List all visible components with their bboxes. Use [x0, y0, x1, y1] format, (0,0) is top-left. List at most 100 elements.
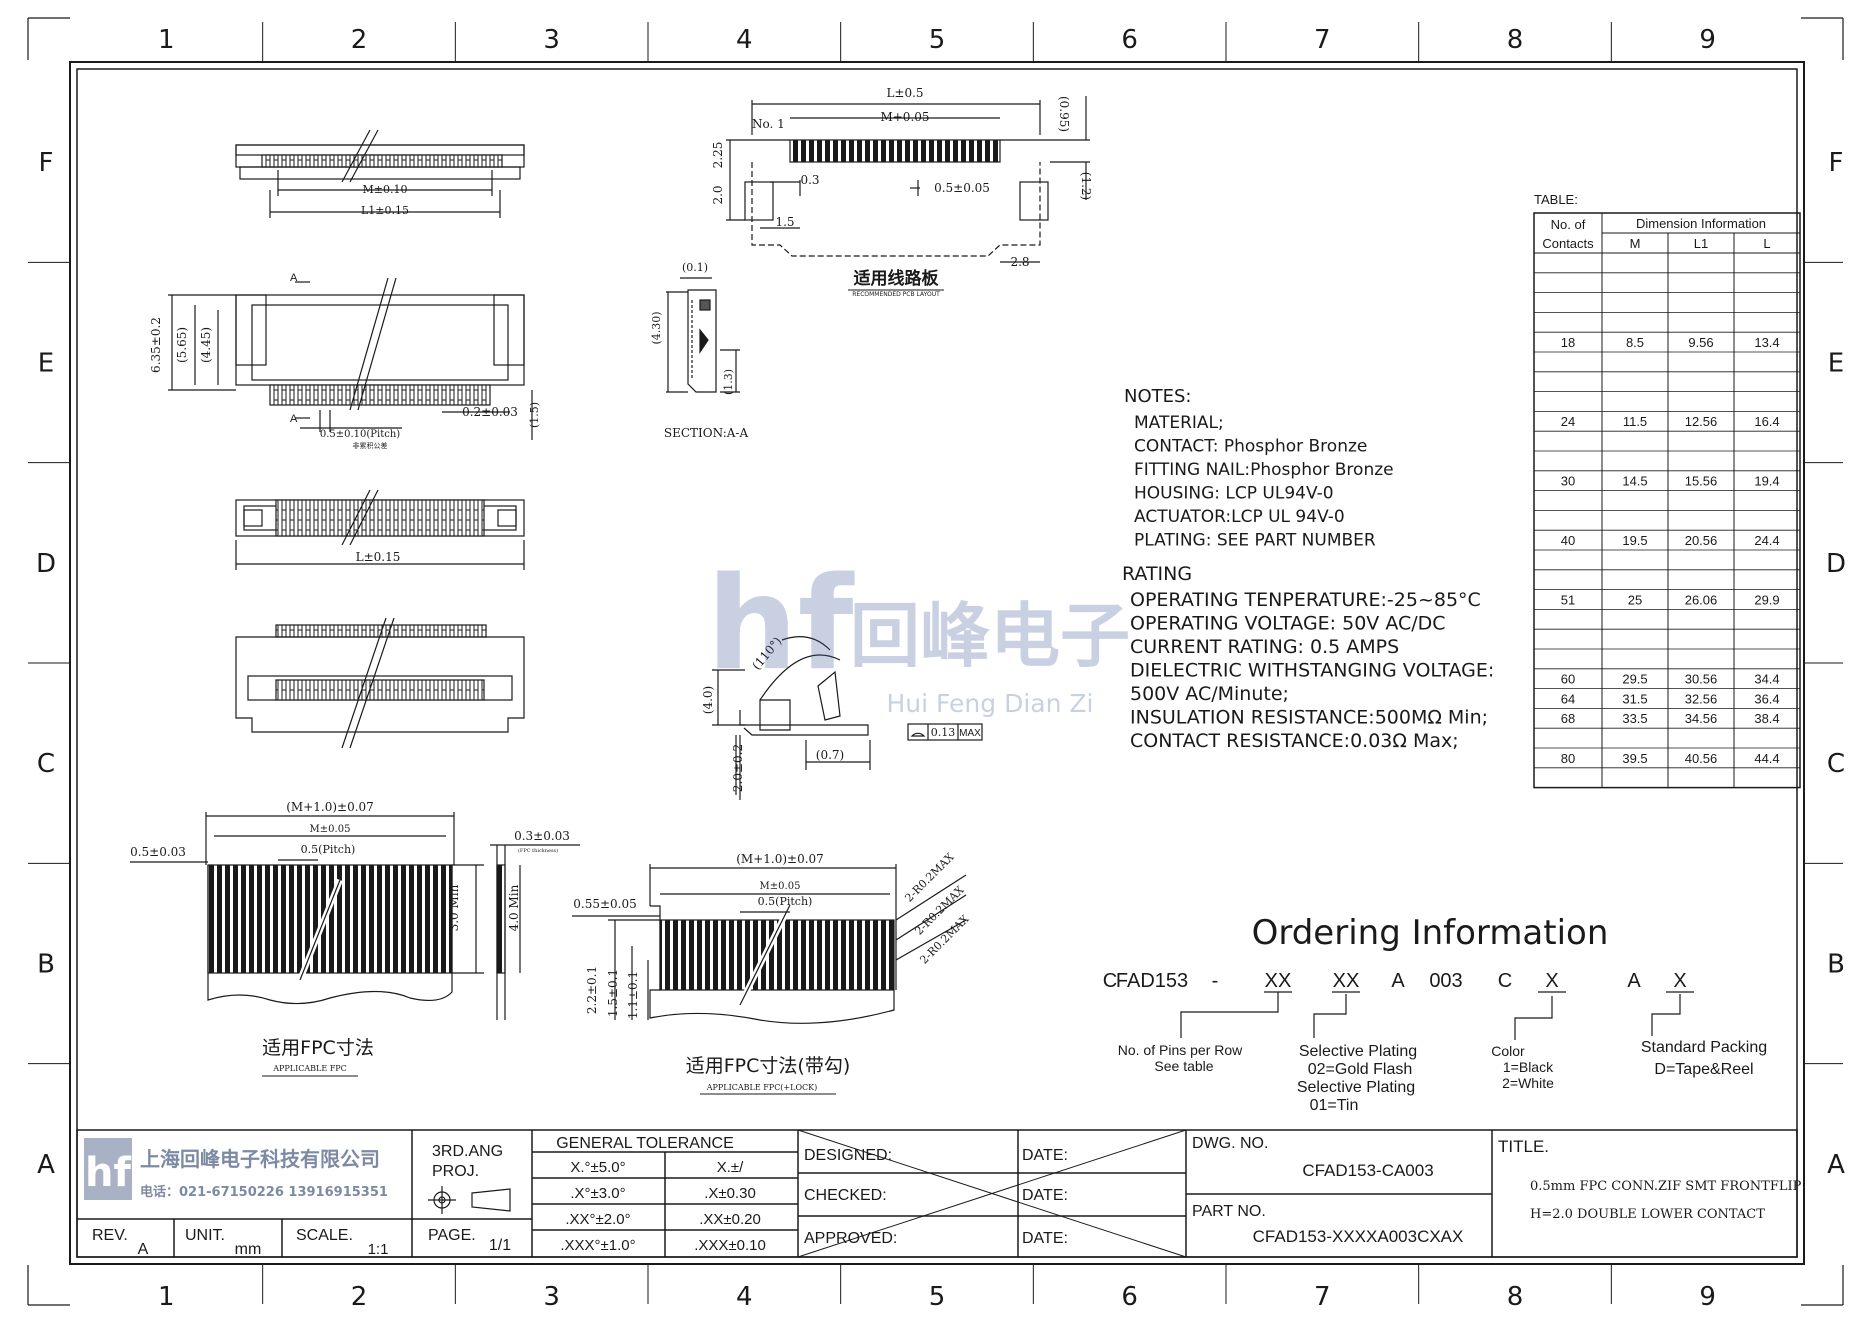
tolerance-rows: X.°±5.0°X.±/.X°±3.0°.X±0.30.XX°±2.0°.XX±…: [560, 1159, 765, 1254]
dwg-value: CFAD153-CA003: [1302, 1161, 1433, 1180]
col-label-top-2: 2: [351, 25, 368, 55]
table-cell: 19.4: [1754, 474, 1779, 489]
scale-label: SCALE.: [296, 1227, 353, 1244]
col-label-bottom-7: 7: [1314, 1282, 1331, 1312]
fpc2-subtitle: APPLICABLE FPC(+LOCK): [706, 1083, 817, 1092]
table-cell: 24.4: [1754, 533, 1779, 548]
col-label-top-9: 9: [1699, 25, 1716, 55]
table-cell: 34.56: [1685, 711, 1718, 726]
dim-section-01: (0.1): [682, 261, 708, 274]
dim-pcb-20: 2.0: [711, 185, 725, 204]
dim-fpc1-thk-note: (FPC thickness): [518, 847, 558, 854]
dim-pcb-28: 2.8: [1010, 255, 1029, 269]
rating-line: INSULATION RESISTANCE:500MΩ Min;: [1130, 707, 1488, 729]
row-label-left-F: F: [39, 148, 54, 178]
col-label-bottom-1: 1: [158, 1282, 175, 1312]
col-label-top-5: 5: [929, 25, 946, 55]
notes-line: PLATING: SEE PART NUMBER: [1134, 531, 1376, 551]
rating-title: RATING: [1122, 563, 1192, 585]
table-cell: 39.5: [1622, 751, 1647, 766]
ordering-code-part: C: [1103, 970, 1117, 992]
designed-date-label: DATE:: [1022, 1147, 1068, 1164]
fpc2-title: 适用FPC寸法(带勾): [686, 1055, 850, 1077]
table-caption: TABLE:: [1534, 192, 1578, 207]
ordering-code-part: C: [1498, 970, 1512, 992]
row-label-left-E: E: [38, 349, 54, 379]
table-cell: 18: [1561, 335, 1575, 350]
col-label-top-8: 8: [1507, 25, 1524, 55]
connector-bottom-view: [235, 489, 525, 570]
notes-lines: MATERIAL;CONTACT: Phosphor BronzeFITTING…: [1134, 413, 1394, 551]
dwg-label: DWG. NO.: [1192, 1135, 1268, 1152]
table-cell: 29.9: [1754, 592, 1779, 607]
dim-fpc2-total: (M+1.0)±0.07: [736, 852, 824, 866]
table-cell: 30: [1561, 474, 1575, 489]
table-head-contacts-2: Contacts: [1542, 236, 1594, 251]
dim-fpc2-22: 2.2±0.1: [585, 966, 599, 1014]
dim-pcb-095: (0.95): [1057, 96, 1071, 132]
col-label-top-1: 1: [158, 25, 175, 55]
table-cell: 30.56: [1685, 672, 1718, 687]
tolerance-linear: .XX±0.20: [699, 1211, 761, 1228]
company-name: 上海回峰电子科技有限公司: [140, 1147, 380, 1171]
pcb-no1: No. 1: [752, 117, 785, 131]
notes-line: CONTACT: Phosphor Bronze: [1134, 437, 1367, 457]
table-cell: 11.5: [1623, 414, 1647, 429]
table-cell: 9.56: [1688, 335, 1713, 350]
watermark: hf 回峰电子 Hui Feng Dian Zi: [707, 550, 1130, 718]
dim-side-pitch-note: 非累积公差: [353, 441, 388, 450]
tolerance-linear: .X±0.30: [704, 1185, 756, 1202]
rating-line: 500V AC/Minute;: [1130, 683, 1289, 705]
table-cell: 40.56: [1685, 751, 1718, 766]
table-cell: 16.4: [1754, 414, 1779, 429]
proj-line2: PROJ.: [432, 1163, 479, 1180]
dim-act-20: 2.0±0.2: [731, 744, 745, 792]
table-head-contacts-1: No. of: [1551, 217, 1586, 232]
col-label-bottom-8: 8: [1507, 1282, 1524, 1312]
table-cell: 20.56: [1685, 533, 1718, 548]
rating-line: OPERATING TENPERATURE:-25~85°C: [1130, 589, 1481, 611]
dim-fpc1-pitch: 0.5(Pitch): [301, 843, 356, 856]
notes-line: MATERIAL;: [1134, 413, 1224, 433]
legend-plating-2: 02=Gold Flash: [1308, 1061, 1413, 1078]
table-cell: 38.4: [1754, 711, 1779, 726]
dim-section-13: (1.3): [722, 369, 735, 395]
row-label-right-A: A: [1827, 1150, 1845, 1180]
dim-fpc1-left: 0.5±0.03: [130, 845, 186, 859]
dim-side-565: (5.65): [175, 327, 189, 363]
actuator-detail: [712, 636, 983, 800]
rev-label: REV.: [92, 1227, 128, 1244]
dim-pcb-15: 1.5: [775, 215, 794, 229]
table-cell: 14.5: [1622, 474, 1647, 489]
table-cell: 24: [1561, 414, 1575, 429]
watermark-logo: hf: [707, 550, 855, 699]
row-label-left-D: D: [36, 549, 56, 579]
legend-color-2: 1=Black: [1503, 1059, 1554, 1075]
row-label-right-C: C: [1827, 749, 1845, 779]
dim-pcb-05: 0.5±0.05: [934, 181, 990, 195]
dim-pcb-l: L±0.5: [886, 86, 923, 100]
section-label: SECTION:A-A: [664, 426, 749, 440]
table-cell: 44.4: [1754, 751, 1779, 766]
dim-fpc1-total: (M+1.0)±0.07: [286, 800, 374, 814]
table-cell: 60: [1561, 672, 1575, 687]
title-label: TITLE.: [1498, 1137, 1549, 1156]
rev-value: A: [138, 1241, 149, 1258]
unit-value: mm: [235, 1241, 262, 1258]
part-label: PART NO.: [1192, 1203, 1266, 1220]
connector-side-view: [168, 277, 533, 440]
col-label-bottom-5: 5: [929, 1282, 946, 1312]
rating-line: DIELECTRIC WITHSTANGING VOLTAGE:: [1130, 660, 1494, 682]
dim-section-430: (4.30): [650, 311, 663, 344]
dim-side-15: (1.5): [528, 402, 541, 428]
legend-pack-2: D=Tape&Reel: [1654, 1061, 1753, 1078]
table-cell: 15.56: [1685, 474, 1718, 489]
pcb-title: 适用线路板: [854, 268, 940, 289]
table-cell: 40: [1561, 533, 1575, 548]
projection-symbol: [428, 1186, 511, 1214]
row-label-right-F: F: [1829, 148, 1844, 178]
col-label-bottom-4: 4: [736, 1282, 753, 1312]
dim-fpc2-11: 1.1±0.1: [626, 971, 640, 1019]
